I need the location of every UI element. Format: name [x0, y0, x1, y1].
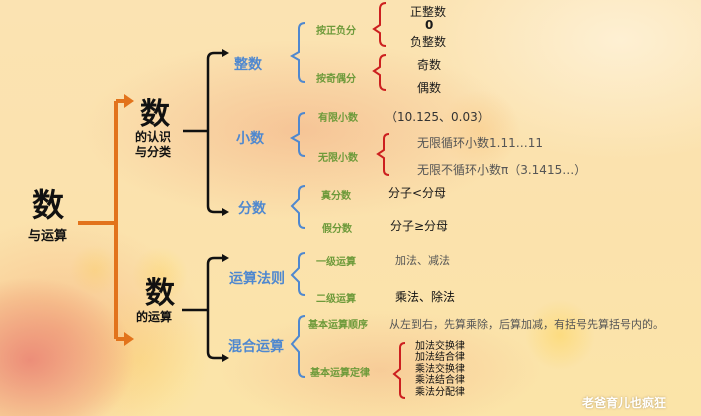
leaf-finite-example: （10.125、0.03） — [385, 110, 490, 124]
blue-brackets — [289, 22, 306, 378]
leaf-distributive-multiplication: 乘法分配律 — [415, 387, 465, 398]
category-mixed-operation: 混合运算 — [228, 339, 284, 355]
root-connector — [78, 99, 126, 341]
subcategory-proper-fraction: 真分数 — [321, 191, 351, 202]
subcategory-finite-decimal: 有限小数 — [318, 113, 358, 124]
leaf-associative-addition: 加法结合律 — [415, 352, 465, 363]
branch2-subtitle-line1: 的运算 — [136, 310, 173, 324]
subcategory-infinite-decimal: 无限小数 — [318, 153, 358, 164]
leaf-zero: 0 — [425, 18, 434, 32]
leaf-improper-fraction-rule: 分子≥分母 — [390, 219, 449, 233]
branch1-title: 数 — [140, 97, 170, 132]
category-operation-rules: 运算法则 — [229, 271, 285, 287]
leaf-order-rule: 从左到右，先算乘除，后算加减，有括号先算括号内的。 — [389, 318, 664, 331]
leaf-repeating-decimal: 无限循环小数1.11…11 — [417, 136, 543, 150]
red-brackets — [372, 2, 406, 399]
leaf-even: 偶数 — [417, 81, 442, 95]
leaf-commutative-multiplication: 乘法交换律 — [415, 364, 465, 375]
leaf-multiply-divide: 乘法、除法 — [395, 290, 456, 304]
leaf-add-subtract: 加法、减法 — [395, 254, 450, 267]
branch1-connector — [183, 51, 224, 214]
branch1-subtitle-line2: 与分类 — [135, 145, 172, 159]
branch2-connector — [182, 256, 224, 360]
leaf-negative-integer: 负整数 — [410, 35, 447, 49]
leaf-odd: 奇数 — [417, 58, 442, 72]
subcategory-basic-laws: 基本运算定律 — [310, 368, 370, 379]
subcategory-by-sign: 按正负分 — [316, 26, 356, 37]
watermark: 老爸育儿也疯狂 — [582, 396, 667, 410]
root-subtitle: 与运算 — [28, 229, 68, 244]
subcategory-second-level-op: 二级运算 — [316, 294, 356, 305]
leaf-positive-integer: 正整数 — [410, 5, 447, 19]
subcategory-basic-order: 基本运算顺序 — [308, 320, 368, 331]
leaf-associative-multiplication: 乘法结合律 — [415, 375, 465, 386]
subcategory-by-parity: 按奇偶分 — [316, 74, 356, 85]
leaf-proper-fraction-rule: 分子<分母 — [388, 186, 447, 200]
leaf-commutative-addition: 加法交换律 — [415, 341, 465, 352]
subcategory-first-level-op: 一级运算 — [316, 257, 356, 268]
category-decimal: 小数 — [236, 131, 264, 147]
category-integer: 整数 — [234, 57, 262, 73]
subcategory-improper-fraction: 假分数 — [322, 224, 352, 235]
branch2-title: 数 — [145, 276, 175, 311]
branch1-subtitle-line1: 的认识 — [135, 130, 172, 144]
root-title: 数 — [32, 186, 65, 224]
leaf-non-repeating-decimal: 无限不循环小数π（3.1415…） — [417, 163, 587, 177]
category-fraction: 分数 — [238, 201, 266, 217]
